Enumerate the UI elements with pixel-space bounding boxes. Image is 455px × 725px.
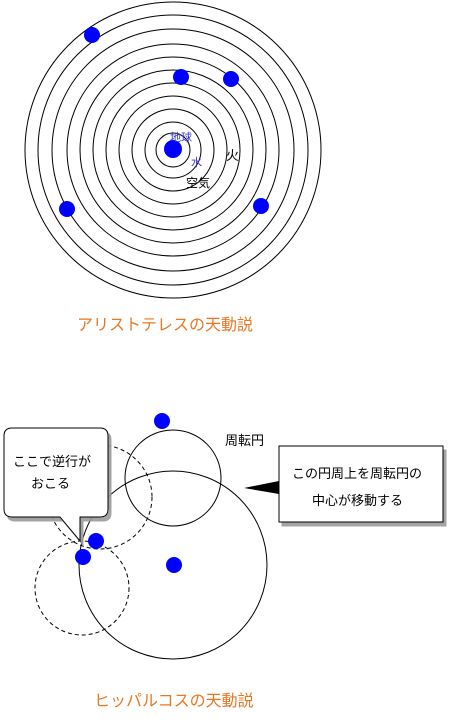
sphere-ring-7: [105, 82, 241, 218]
callout-deferent-line1: この円周上を周転円の: [292, 467, 422, 482]
sphere-ring-3: [51, 28, 295, 272]
earth-dot-hipparchus: [166, 557, 182, 573]
planet-dot-retro-1: [88, 533, 104, 549]
aristotle-diagram: 地球 水 火 空気 アリストテレスの天動説: [24, 1, 322, 334]
planet-dot-5: [253, 198, 269, 214]
concentric-spheres: [24, 1, 322, 299]
callout-retrograde-line2: おこる: [31, 477, 70, 492]
label-water: 水: [191, 156, 202, 169]
sphere-ring-5: [79, 56, 267, 244]
sphere-ring-10: [144, 121, 202, 179]
epicycle-circle: [124, 429, 222, 527]
callout-deferent-line2: 中心が移動する: [312, 494, 403, 509]
sphere-ring-4: [66, 43, 280, 257]
planet-dots: [59, 27, 269, 217]
planet-dot-1: [84, 27, 100, 43]
sphere-ring-11: [155, 132, 191, 168]
callout-deferent-pointer: [244, 481, 279, 494]
hipparchus-diagram: 周転円 ここで逆行が おこる この円周上を周転円の 中心が移動する ヒッパルコス…: [3, 413, 444, 710]
planet-dot-4: [59, 201, 75, 217]
label-fire: 火: [226, 149, 239, 164]
sphere-ring-8: [118, 95, 228, 205]
label-earth: 地球: [170, 130, 192, 144]
label-air: 空気: [186, 175, 210, 190]
callout-retrograde-bubble: [3, 427, 109, 543]
sphere-ring-1: [24, 1, 322, 299]
sphere-ring-2: [37, 14, 309, 286]
callout-deferent-box: [278, 445, 444, 523]
sphere-ring-6: [92, 69, 254, 231]
earth-dot: [164, 140, 182, 158]
epicycle-dashed-lower: [34, 540, 130, 636]
planet-dot-top: [154, 413, 170, 429]
callout-deferent: この円周上を周転円の 中心が移動する: [244, 445, 444, 523]
sphere-ring-9: [131, 108, 215, 192]
planet-dot-retro-2: [75, 549, 91, 565]
aristotle-title: アリストテレスの天動説: [77, 315, 253, 334]
epicycle-label: 周転円: [225, 434, 264, 449]
hipparchus-title: ヒッパルコスの天動説: [94, 691, 254, 710]
deferent-circle: [78, 470, 268, 660]
planet-dot-3: [223, 71, 239, 87]
planet-dot-2: [173, 69, 189, 85]
callout-retrograde: ここで逆行が おこる: [3, 427, 109, 543]
callout-retrograde-line1: ここで逆行が: [13, 454, 91, 470]
